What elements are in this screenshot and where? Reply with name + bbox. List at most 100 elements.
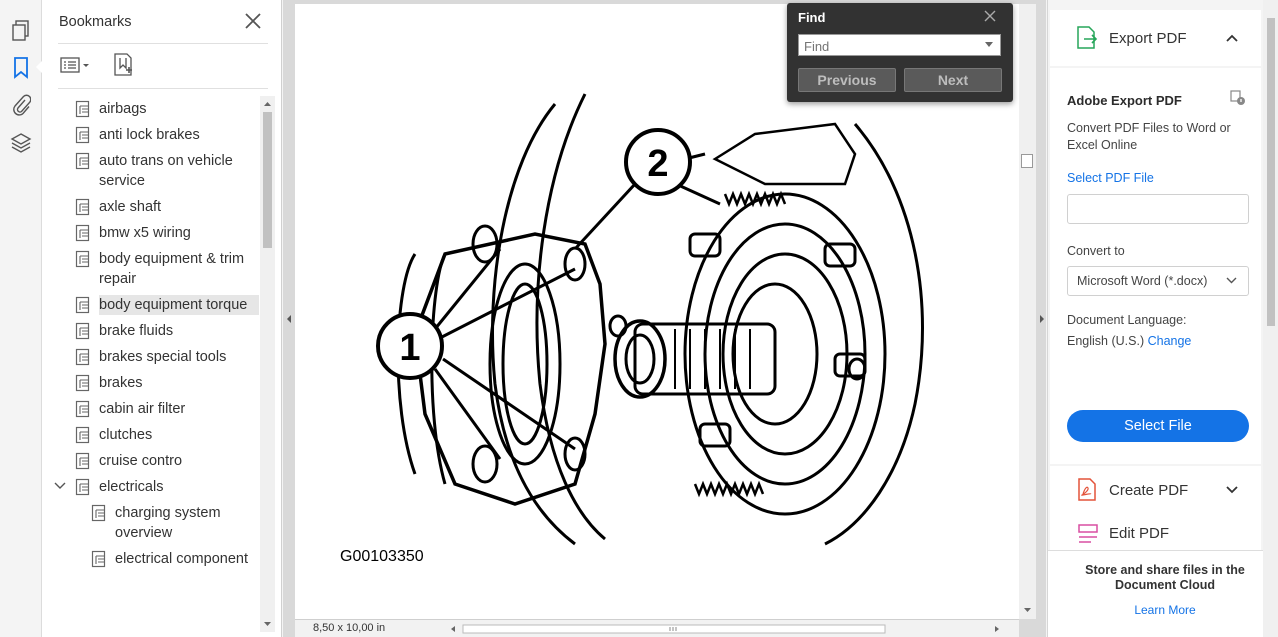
- create-pdf-tool[interactable]: Create PDF: [1050, 466, 1261, 510]
- bookmark-item[interactable]: auto trans on vehicle service: [42, 148, 260, 194]
- bookmark-item[interactable]: bmw x5 wiring: [42, 220, 260, 246]
- tool-list: Create PDF Edit PDF: [1050, 466, 1261, 550]
- bookmark-item[interactable]: clutches: [42, 422, 260, 448]
- bookmark-page-icon: [75, 126, 90, 144]
- edit-pdf-icon: [1078, 524, 1098, 543]
- bookmark-item[interactable]: brake fluids: [42, 318, 260, 344]
- info-icon[interactable]: [1230, 90, 1246, 106]
- find-dialog: Find Previous Next: [787, 3, 1013, 102]
- attachments-icon[interactable]: [8, 92, 34, 118]
- bookmark-child-item[interactable]: charging system overview: [42, 500, 260, 546]
- bookmark-item[interactable]: airbags: [42, 96, 260, 122]
- convert-to-select[interactable]: Microsoft Word (*.docx): [1067, 266, 1249, 296]
- export-pdf-icon: [1077, 26, 1098, 49]
- find-previous-button[interactable]: Previous: [798, 68, 896, 92]
- convert-to-label: Convert to: [1067, 244, 1125, 258]
- scroll-up-icon[interactable]: [260, 98, 275, 110]
- bookmark-page-icon: [75, 400, 90, 418]
- bookmark-page-icon: [75, 100, 90, 118]
- find-options-dropdown-icon[interactable]: [985, 42, 993, 47]
- create-pdf-label: Create PDF: [1109, 482, 1189, 499]
- horizontal-scrollbar[interactable]: [445, 624, 1005, 634]
- add-bookmark-button[interactable]: [112, 53, 134, 77]
- add-bookmark-icon: [114, 53, 132, 76]
- select-pdf-link[interactable]: Select PDF File: [1067, 171, 1154, 185]
- left-nav-rail: [0, 0, 43, 637]
- bookmark-page-icon: [75, 348, 90, 366]
- active-panel-pointer: [36, 60, 43, 74]
- scroll-down-icon[interactable]: [1019, 604, 1036, 616]
- document-cloud-promo: Store and share files in the Document Cl…: [1048, 550, 1278, 637]
- bookmark-item[interactable]: anti lock brakes: [42, 122, 260, 148]
- pdf-page: 1 2 G00103350: [295, 4, 1019, 621]
- adobe-export-heading: Adobe Export PDF: [1067, 93, 1182, 108]
- bookmark-item-selected[interactable]: body equipment torque: [42, 292, 260, 318]
- select-file-button[interactable]: Select File: [1067, 410, 1249, 442]
- document-vertical-scrollbar[interactable]: [1019, 4, 1036, 619]
- chevron-down-icon: [1226, 277, 1237, 284]
- bookmark-item[interactable]: body equipment & trim repair: [42, 246, 260, 292]
- tools-panel: Export PDF Adobe Export PDF Convert PDF …: [1047, 0, 1278, 637]
- find-input[interactable]: [798, 34, 1001, 56]
- bookmark-page-icon: [91, 504, 106, 522]
- close-find-icon[interactable]: [983, 9, 997, 23]
- callout-2: 2: [624, 128, 692, 196]
- bookmark-page-icon: [75, 374, 90, 392]
- bookmark-item[interactable]: cruise contro: [42, 448, 260, 474]
- bookmark-item[interactable]: brakes: [42, 370, 260, 396]
- export-pdf-card: Adobe Export PDF Convert PDF Files to Wo…: [1050, 68, 1261, 464]
- callout-1: 1: [376, 312, 444, 380]
- bookmark-page-icon: [75, 426, 90, 444]
- bookmarks-scrollbar[interactable]: [260, 96, 275, 632]
- bookmarks-title: Bookmarks: [59, 14, 132, 30]
- bookmark-page-icon: [75, 322, 90, 340]
- bookmark-item[interactable]: cabin air filter: [42, 396, 260, 422]
- divider: [58, 88, 268, 89]
- bookmarks-icon[interactable]: [8, 55, 34, 81]
- figure-code: G00103350: [340, 548, 424, 565]
- chevron-down-icon[interactable]: [1226, 484, 1238, 496]
- bookmark-page-icon: [75, 452, 90, 470]
- options-menu-icon: [60, 57, 89, 73]
- create-pdf-icon: [1078, 478, 1096, 501]
- bookmark-options-button[interactable]: [60, 53, 92, 77]
- change-language-link[interactable]: Change: [1147, 334, 1192, 348]
- tools-scroll-thumb[interactable]: [1267, 18, 1275, 326]
- collapse-right-panel-icon[interactable]: [1036, 312, 1048, 326]
- document-scroll-thumb[interactable]: [1021, 154, 1033, 168]
- tools-panel-scrollbar[interactable]: [1263, 0, 1278, 637]
- edit-pdf-label: Edit PDF: [1109, 525, 1170, 542]
- page-thumbnails-icon[interactable]: [8, 18, 34, 44]
- close-bookmarks-icon[interactable]: [242, 10, 264, 32]
- bookmarks-scroll-thumb[interactable]: [263, 112, 272, 248]
- page-size-label: 8,50 x 10,00 in: [313, 622, 386, 634]
- status-bar: 8,50 x 10,00 in: [295, 619, 1019, 637]
- axle-hub-diagram: 1 2: [376, 93, 924, 546]
- learn-more-link[interactable]: Learn More: [1134, 603, 1196, 617]
- bookmarks-panel: Bookmarks airbags anti lock brakes auto …: [42, 0, 282, 637]
- selected-pdf-field[interactable]: [1067, 194, 1249, 224]
- layers-icon[interactable]: [8, 130, 34, 156]
- bookmark-item-expanded[interactable]: electricals: [42, 474, 260, 500]
- bookmark-child-item[interactable]: electrical component: [42, 546, 260, 572]
- scroll-down-icon[interactable]: [260, 618, 275, 630]
- document-language-label: Document Language:: [1067, 313, 1187, 327]
- bookmark-page-icon: [75, 198, 90, 216]
- callout-2-label: 2: [647, 143, 668, 185]
- edit-pdf-tool[interactable]: Edit PDF: [1050, 511, 1261, 550]
- find-title: Find: [798, 10, 826, 25]
- convert-to-value: Microsoft Word (*.docx): [1077, 274, 1208, 288]
- bookmark-item[interactable]: axle shaft: [42, 194, 260, 220]
- export-pdf-header[interactable]: Export PDF: [1050, 10, 1261, 66]
- export-pdf-label: Export PDF: [1109, 30, 1187, 47]
- find-next-button[interactable]: Next: [904, 68, 1002, 92]
- chevron-down-icon[interactable]: [54, 480, 66, 492]
- callout-1-label: 1: [399, 327, 420, 369]
- collapse-left-panel-icon[interactable]: [283, 312, 295, 326]
- bookmark-list: airbags anti lock brakes auto trans on v…: [42, 96, 260, 632]
- bookmark-page-icon: [75, 478, 90, 496]
- bookmark-page-icon: [75, 296, 90, 314]
- bookmark-page-icon: [75, 152, 90, 170]
- chevron-up-icon[interactable]: [1226, 32, 1238, 44]
- bookmark-item[interactable]: brakes special tools: [42, 344, 260, 370]
